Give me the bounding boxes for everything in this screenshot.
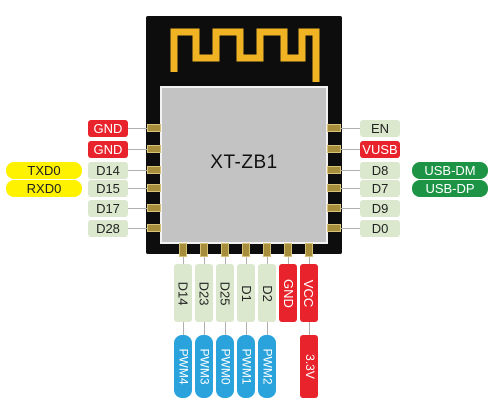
lead-bottom-4 <box>246 257 247 264</box>
usb-dm-label: USB-DM <box>412 162 488 179</box>
lead-bottom-2 <box>204 257 205 264</box>
pad-left-3 <box>147 166 161 174</box>
bottom-pin-vcc: VCC <box>300 264 318 322</box>
left-pin-d28: D28 <box>88 220 128 237</box>
pad-right-4 <box>327 184 341 192</box>
lead-bottom-func-3 <box>225 322 226 335</box>
lead-bottom-func-1 <box>183 322 184 335</box>
lead-right-3 <box>341 170 360 171</box>
lead-right-6 <box>341 228 360 229</box>
bottom-pin-d25: D25 <box>216 264 234 322</box>
lead-left-6 <box>128 228 147 229</box>
pad-left-1 <box>147 124 161 132</box>
bottom-pin-gnd: GND <box>279 264 297 322</box>
pad-left-6 <box>147 224 161 232</box>
lead-left-4 <box>128 188 147 189</box>
pad-right-1 <box>327 124 341 132</box>
pad-right-6 <box>327 224 341 232</box>
right-pin-d9: D9 <box>360 200 400 217</box>
left-pin-gnd-2: GND <box>88 141 128 158</box>
lead-bottom-7 <box>309 257 310 264</box>
bottom-pin-d23: D23 <box>195 264 213 322</box>
pad-left-2 <box>147 145 161 153</box>
module-board: XT-ZB1 <box>146 16 342 254</box>
uart-rxd0-label: RXD0 <box>6 180 82 197</box>
pad-right-5 <box>327 204 341 212</box>
pad-bottom-7 <box>305 243 313 257</box>
pad-bottom-3 <box>221 243 229 257</box>
pad-bottom-4 <box>242 243 250 257</box>
lead-bottom-3 <box>225 257 226 264</box>
lead-right-4 <box>341 188 360 189</box>
pad-bottom-2 <box>200 243 208 257</box>
lead-bottom-func-4 <box>246 322 247 335</box>
bottom-pin-d14: D14 <box>174 264 192 322</box>
right-pin-en: EN <box>360 120 400 137</box>
lead-bottom-func-5 <box>267 322 268 335</box>
left-pin-d14: D14 <box>88 162 128 179</box>
lead-left-2 <box>128 149 147 150</box>
lead-right-5 <box>341 208 360 209</box>
left-pin-d15: D15 <box>88 180 128 197</box>
pwm4-label: PWM4 <box>174 335 192 398</box>
pcb-antenna-trace <box>170 28 320 82</box>
left-pin-gnd-1: GND <box>88 120 128 137</box>
pad-bottom-1 <box>179 243 187 257</box>
voltage-3v3-label: 3.3V <box>300 335 318 398</box>
usb-dp-label: USB-DP <box>412 180 488 197</box>
lead-bottom-func-6 <box>309 322 310 335</box>
lead-bottom-1 <box>183 257 184 264</box>
pwm2-label: PWM2 <box>258 335 276 398</box>
bottom-pin-d1: D1 <box>237 264 255 322</box>
pad-left-5 <box>147 204 161 212</box>
pwm1-label: PWM1 <box>237 335 255 398</box>
lead-left-3 <box>128 170 147 171</box>
pad-bottom-6 <box>284 243 292 257</box>
uart-txd0-label: TXD0 <box>6 162 82 179</box>
pwm3-label: PWM3 <box>195 335 213 398</box>
pad-right-2 <box>327 145 341 153</box>
lead-right-2 <box>341 149 360 150</box>
lead-bottom-6 <box>288 257 289 264</box>
lead-right-1 <box>341 128 360 129</box>
lead-left-1 <box>128 128 147 129</box>
right-pin-vusb: VUSB <box>360 141 400 158</box>
pad-left-4 <box>147 184 161 192</box>
bottom-pin-d2: D2 <box>258 264 276 322</box>
pwm0-label: PWM0 <box>216 335 234 398</box>
right-pin-d7: D7 <box>360 180 400 197</box>
rf-shield-can: XT-ZB1 <box>160 86 328 244</box>
lead-bottom-5 <box>267 257 268 264</box>
lead-left-5 <box>128 208 147 209</box>
pad-right-3 <box>327 166 341 174</box>
chip-name: XT-ZB1 <box>210 152 278 173</box>
lead-bottom-func-2 <box>204 322 205 335</box>
pad-bottom-5 <box>263 243 271 257</box>
right-pin-d0: D0 <box>360 220 400 237</box>
right-pin-d8: D8 <box>360 162 400 179</box>
left-pin-d17: D17 <box>88 200 128 217</box>
